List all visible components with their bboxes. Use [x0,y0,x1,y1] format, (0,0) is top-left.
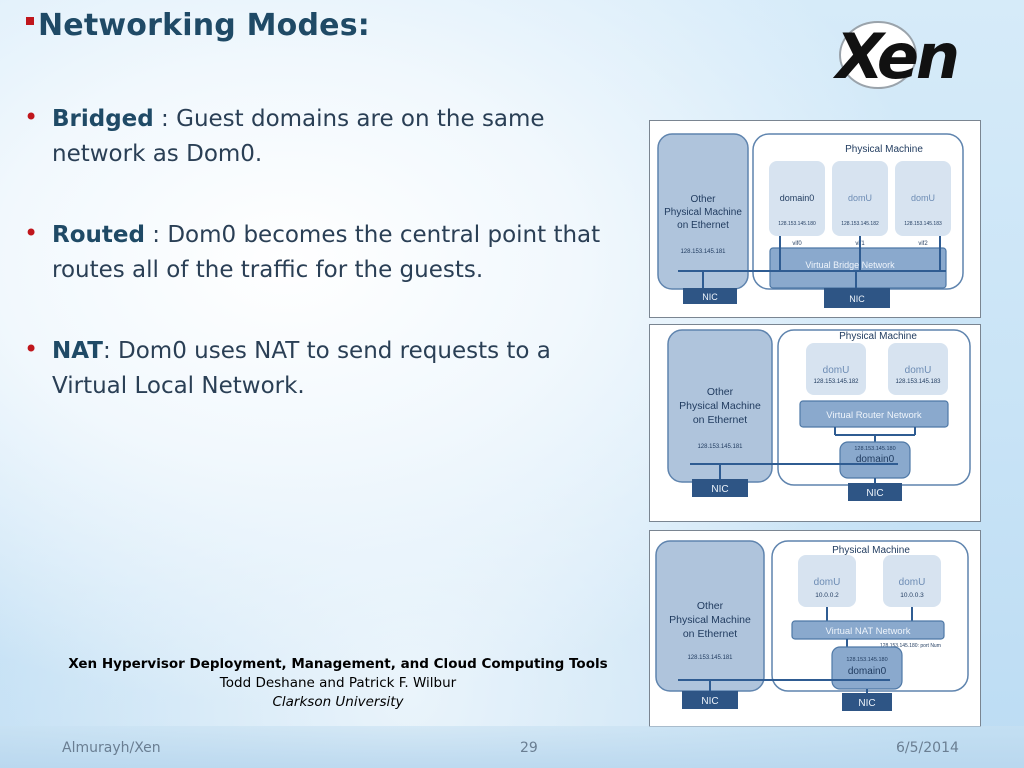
nic-label: NIC [711,484,728,495]
domU-label: domU [899,577,926,588]
other-machine-label: Other [697,600,724,612]
virtual-nat-network-box [791,620,945,640]
citation-org: Clarkson University [272,694,404,710]
network-label: Virtual Router Network [826,410,922,421]
bullet-term: Bridged [52,106,154,132]
bridged-diagram: Other Physical Machine on Ethernet 128.1… [649,120,981,318]
network-label: Virtual Bridge Network [805,260,895,270]
domU-label: domU [905,365,932,376]
port-note: 128.153.145.180: port Num [880,643,941,649]
vif-label: vif2 [918,241,928,247]
nic-label: NIC [858,698,875,709]
citation-authors: Todd Deshane and Patrick F. Wilbur [219,675,457,691]
citation: Xen Hypervisor Deployment, Management, a… [50,655,626,712]
domain0-label: domain0 [780,193,815,203]
ip-label: 128.153.145.181 [697,444,743,450]
ip-label: 10.0.0.2 [815,592,839,599]
other-machine-label: Physical Machine [679,400,761,412]
slide-title: Networking Modes: [38,8,370,43]
bullet-text: : Dom0 uses NAT to send requests to a Vi… [52,338,551,399]
network-label: Virtual NAT Network [826,626,911,637]
domU-label: domU [911,193,935,203]
page-number: 29 [520,740,538,756]
domain0-box [769,161,825,236]
bullet-bridged: • Bridged : Guest domains are on the same… [24,102,624,172]
nic-box [824,288,890,308]
citation-title: Xen Hypervisor Deployment, Management, a… [68,656,608,672]
ip-label: 128.153.145.182 [813,379,859,385]
domU-box [895,161,951,236]
domU-box [832,161,888,236]
other-machine-label: Physical Machine [664,207,742,218]
bullet-term: Routed [52,222,145,248]
nic-box [842,693,892,711]
bullet-list: • Bridged : Guest domains are on the same… [24,102,624,450]
domU-label: domU [823,365,850,376]
virtual-router-network-box [799,400,949,428]
physical-machine-label: Physical Machine [845,144,923,155]
vif-label: vif0 [792,241,802,247]
nic-label: NIC [702,292,718,302]
nic-label: NIC [849,294,865,304]
other-machine-label: on Ethernet [683,628,737,640]
nic-label: NIC [701,696,718,707]
domU-box [888,343,948,395]
ip-label: 128.153.145.181 [680,249,726,255]
ip-label: 10.0.0.3 [900,592,924,599]
footer-bar [0,726,1024,768]
ip-label: 128.153.145.182 [841,221,879,227]
physical-machine-label: Physical Machine [832,545,910,556]
bullet-dot: • [24,219,39,247]
other-machine-label: on Ethernet [693,414,747,426]
domain0-label: domain0 [856,454,895,465]
other-machine-label: Other [707,386,734,398]
ip-label: 128.153.145.181 [687,655,733,661]
bullet-term: NAT [52,338,103,364]
xen-logo: Xen [832,20,960,90]
domU-box [883,555,941,607]
routed-diagram: Other Physical Machine on Ethernet 128.1… [649,324,981,522]
nic-label: NIC [866,488,883,499]
bullet-routed: • Routed : Dom0 becomes the central point… [24,218,624,288]
bullet-nat: • NAT: Dom0 uses NAT to send requests to … [24,334,624,404]
nic-box [682,691,738,709]
bullet-dot: • [24,103,39,131]
footer-author: Almurayh/Xen [62,740,161,756]
domU-label: domU [848,193,872,203]
nat-diagram: Other Physical Machine on Ethernet 128.1… [649,530,981,727]
other-machine-label: Physical Machine [669,614,751,626]
domU-box [806,343,866,395]
physical-machine-label: Physical Machine [839,331,917,342]
logo-text: Xen [832,20,957,90]
ip-label: 128.153.145.183 [904,221,942,227]
nic-box [683,288,737,304]
ip-label: 128.153.145.180 [846,657,887,663]
slide-title-group: Networking Modes: [26,8,370,43]
ip-label: 128.153.145.183 [895,379,941,385]
other-machine-label: on Ethernet [677,220,729,231]
title-bullet-marker [26,17,34,25]
ip-label: 128.153.145.180 [778,221,816,227]
domU-label: domU [814,577,841,588]
domain0-label: domain0 [848,666,887,677]
nic-box [692,479,748,497]
bullet-text: : Guest domains are on the same network … [52,106,545,167]
bullet-dot: • [24,335,39,363]
footer-date: 6/5/2014 [896,740,959,756]
ip-label: 128.153.145.180 [854,446,895,452]
other-machine-label: Other [690,194,716,205]
nic-box [848,483,902,501]
bullet-text: : Dom0 becomes the central point that ro… [52,222,601,283]
domU-box [798,555,856,607]
